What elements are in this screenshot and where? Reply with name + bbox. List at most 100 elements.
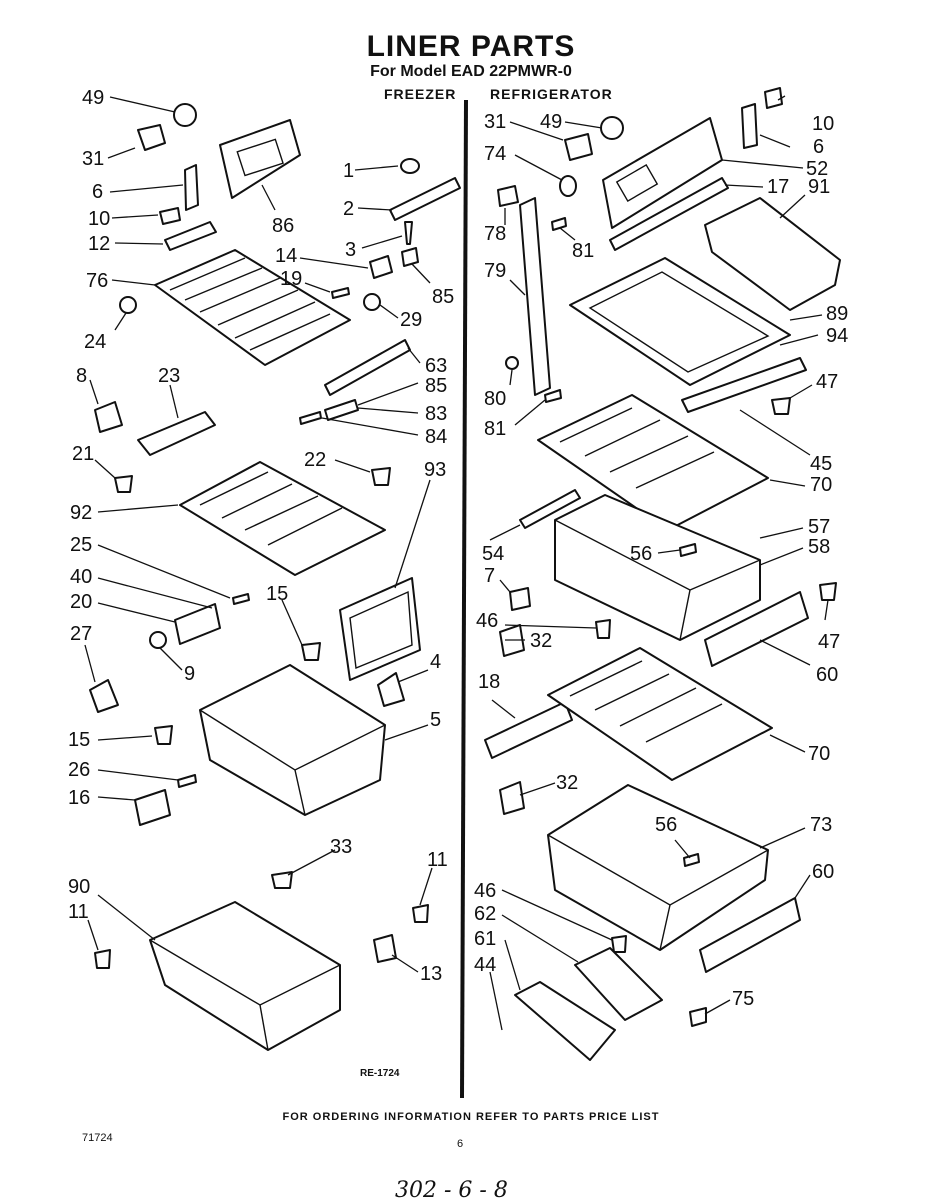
screw-shape-3 [299,411,322,425]
meat-pan-shape [704,197,841,311]
screw-shape-7 [544,389,562,403]
support-shape-5 [301,642,321,661]
label-r7: 7 [484,565,495,587]
label-r46: 46 [476,610,498,632]
switch-shape [159,207,181,225]
label-85: 85 [432,286,454,308]
label-76: 76 [86,270,108,292]
support-shape-9 [819,582,837,601]
label-r56b: 56 [655,814,677,836]
label-r32b: 32 [556,772,578,794]
screw-shape-5 [177,774,197,788]
label-13: 13 [420,963,442,985]
clip-shape-2 [412,904,429,923]
air-diffuser-shape [137,411,216,456]
control-housing-shape [219,119,301,199]
label-r81: 81 [572,240,594,262]
label-r47: 47 [816,371,838,393]
label-5: 5 [430,709,441,731]
page-title: LINER PARTS [366,30,576,63]
freezer-basket-shape [199,664,386,816]
cap-shape [400,158,420,174]
trim-strip-shape-2 [609,177,729,251]
freezer-shelf-shape [179,461,386,576]
light-socket-shape-2 [564,133,593,161]
label-r79: 79 [484,260,506,282]
label-84: 84 [425,426,447,448]
screw-shape [404,221,413,245]
trim-strip-shape [164,221,217,251]
stop-shape [595,619,611,639]
label-r80: 80 [484,388,506,410]
label-85b: 85 [425,375,447,397]
support-shape-8 [771,397,791,415]
ordering-note: FOR ORDERING INFORMATION REFER TO PARTS … [282,1111,660,1123]
shelf-support-shape-2 [363,293,381,311]
label-14: 14 [275,245,297,267]
label-40: 40 [70,566,92,588]
label-31: 31 [82,148,104,170]
rail-shape [389,177,461,221]
shelf-support-shape-3 [114,475,133,493]
crisper-drawer-shape-2 [547,784,769,951]
label-r91: 91 [808,176,830,198]
label-86: 86 [272,215,294,237]
clip-shape [401,247,419,267]
drawer-trim-shape-2 [699,897,801,973]
freezer-bin-shape [149,901,341,1051]
shelf-support-shape [119,296,137,314]
crisper-slide-shape [484,701,573,759]
light-bulb-shape [173,103,197,127]
shelf-support-shape-4 [371,467,391,486]
label-63: 63 [425,355,447,377]
label-21: 21 [72,443,94,465]
label-r52: 52 [806,158,828,180]
label-26: 26 [68,759,90,781]
label-83: 83 [425,403,447,425]
label-r31: 31 [484,111,506,133]
screw-shape-6 [551,217,567,231]
label-4: 4 [430,651,441,673]
label-r46b: 46 [474,880,496,902]
label-r89: 89 [826,303,848,325]
drawer-trim-shape [704,591,809,667]
label-23: 23 [158,365,180,387]
label-r78: 78 [484,223,506,245]
label-93: 93 [424,459,446,481]
model-subtitle: For Model EAD 22PMWR-0 [370,63,572,80]
bumper-shape [509,587,531,611]
insulation-shape [574,947,663,1021]
label-r75: 75 [732,988,754,1010]
label-r49: 49 [540,111,562,133]
section-refrigerator-heading: REFRIGERATOR [490,86,613,102]
label-22: 22 [304,449,326,471]
label-r54: 54 [482,543,504,565]
label-8: 8 [76,365,87,387]
cap-shape-2 [497,185,519,207]
support-shape-6 [154,725,173,745]
label-19: 19 [280,268,302,290]
label-r47b: 47 [818,631,840,653]
nut-shape [505,356,519,370]
door-panel-shape [339,577,421,681]
label-r32: 32 [530,630,552,652]
clip-shape-4 [373,934,397,963]
screw-shape-9 [683,853,700,867]
label-2: 2 [343,198,354,220]
crisper-cover-shape [537,394,769,531]
label-11: 11 [427,849,448,871]
cover-rail-shape [519,489,581,529]
mounting-bracket-shape [174,603,221,645]
label-r94: 94 [826,325,848,347]
ref-code: RE-1724 [360,1068,400,1079]
doc-number: 71724 [82,1132,113,1144]
label-92: 92 [70,502,92,524]
page-number: 6 [457,1138,464,1150]
label-3: 3 [345,239,356,261]
label-20: 20 [70,591,92,613]
label-r18: 18 [478,671,500,693]
label-10: 10 [88,208,110,230]
divider-line [460,99,468,1099]
light-socket-shape [137,124,166,151]
